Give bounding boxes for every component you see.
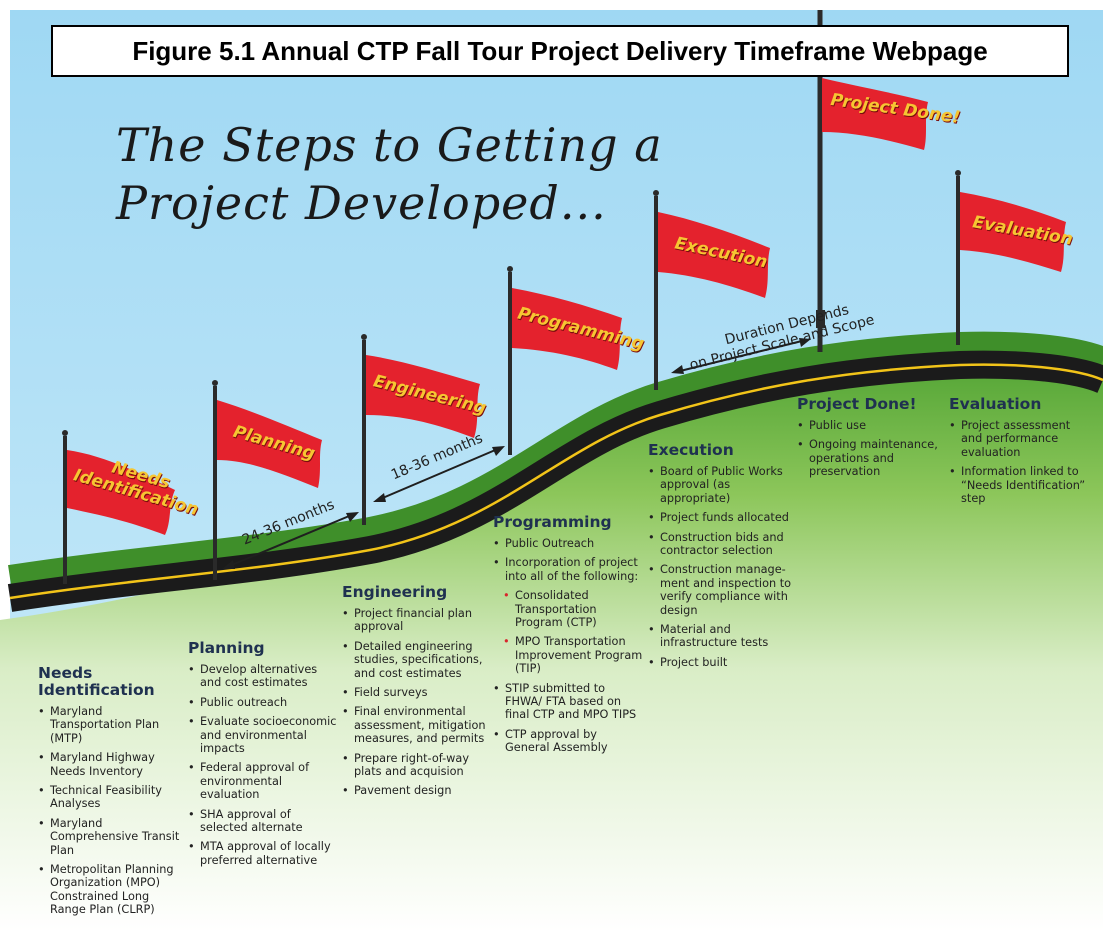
headline-line-2: Project Developed... xyxy=(116,176,607,230)
stage-engineering: Engineering Project financial plan appro… xyxy=(342,584,490,804)
stage-bullet-item: Metropolitan Planning Organization (MPO)… xyxy=(38,863,183,917)
stage-bullet-item: Prepare right-of-way plats and acquision xyxy=(342,752,490,779)
stage-bullet-item: MPO Transportation Improvement Program (… xyxy=(503,635,643,675)
duration-arrow-execution xyxy=(671,338,811,374)
stage-execution: Execution Board of Public Works approval… xyxy=(648,442,796,675)
figure-title: Figure 5.1 Annual CTP Fall Tour Project … xyxy=(132,35,988,66)
duration-arrow-engineering-programming xyxy=(373,446,505,502)
stage-evaluation: Evaluation Project assessment and perfor… xyxy=(949,396,1089,511)
stage-bullet-item: Develop alternatives and cost estimates xyxy=(188,663,338,690)
stage-bullet-item: Project built xyxy=(648,656,796,670)
stage-items: Public OutreachIncorporation of project … xyxy=(493,537,643,755)
headline-line-1: The Steps to Getting a xyxy=(116,118,663,172)
stage-bullet-item: CTP approval by General Assembly xyxy=(493,728,643,755)
stage-bullet-item: Project assessment and performance evalu… xyxy=(949,419,1089,459)
stage-bullet-item: Consolidated Transportation Program (CTP… xyxy=(503,589,643,629)
stage-bullet-item: SHA approval of selected alternate xyxy=(188,808,338,835)
stage-bullet-item: Federal approval of environmental evalua… xyxy=(188,761,338,801)
stage-bullet-item: Ongoing maintenance, operations and pres… xyxy=(797,438,945,478)
stage-title: Engineering xyxy=(342,583,448,601)
road-grass-edge xyxy=(8,331,1103,591)
stage-bullet-item: Evaluate socioeconomic and environmental… xyxy=(188,715,338,755)
stage-items: Project assessment and performance evalu… xyxy=(949,419,1089,505)
stage-bullet-item: Construction manage- ment and inspection… xyxy=(648,563,796,617)
flag-planning xyxy=(212,380,322,580)
flag-needs xyxy=(62,430,175,584)
stage-items: Project financial plan approvalDetailed … xyxy=(342,607,490,798)
flag-programming xyxy=(507,266,622,455)
stage-bullet-item: Maryland Highway Needs Inventory xyxy=(38,751,183,778)
flag-execution xyxy=(653,190,770,390)
stage-bullet-item: Field surveys xyxy=(342,686,490,700)
stage-items: Maryland Transportation Plan (MTP) Maryla… xyxy=(38,705,183,917)
stage-bullet-item: Maryland Transportation Plan (MTP) xyxy=(38,705,183,745)
stage-title: Planning xyxy=(188,639,265,657)
stage-bullet-item: Technical Feasibility Analyses xyxy=(38,784,183,811)
stage-bullet-item: STIP submitted to FHWA/ FTA based on fin… xyxy=(493,682,643,722)
stage-planning: Planning Develop alternatives and cost e… xyxy=(188,640,338,873)
stage-items: Board of Public Works approval (as appro… xyxy=(648,465,796,670)
stage-bullet-item: Board of Public Works approval (as appro… xyxy=(648,465,796,505)
stage-bullet-item: Final environmental assessment, mitigati… xyxy=(342,705,490,745)
stage-bullet-item: Public use xyxy=(797,419,945,433)
stage-bullet-item: Public outreach xyxy=(188,696,338,710)
stage-bullet-item: Incorporation of project into all of the… xyxy=(493,556,643,583)
stage-bullet-item: MTA approval of locally preferred altern… xyxy=(188,840,338,867)
flag-engineering xyxy=(361,334,480,525)
stage-title: Programming xyxy=(493,513,612,531)
road-centerline xyxy=(9,363,1103,600)
figure-title-box: Figure 5.1 Annual CTP Fall Tour Project … xyxy=(51,25,1069,77)
stage-programming: Programming Public OutreachIncorporation… xyxy=(493,514,643,761)
stage-bullet-item: Maryland Comprehensive Transit Plan xyxy=(38,817,183,857)
stage-bullet-item: Construction bids and contractor selecti… xyxy=(648,531,796,558)
stage-title: Project Done! xyxy=(797,395,917,413)
stage-items: Public useOngoing maintenance, operation… xyxy=(797,419,945,479)
stage-title: Evaluation xyxy=(949,395,1042,413)
stage-bullet-item: Project funds allocated xyxy=(648,511,796,525)
stage-bullet-item: Material and infrastructure tests xyxy=(648,623,796,650)
duration-arrow-planning-engineering xyxy=(222,512,359,569)
stage-bullet-item: Information linked to “Needs Identificat… xyxy=(949,465,1089,505)
stage-done: Project Done! Public useOngoing maintena… xyxy=(797,396,945,485)
stage-bullet-item: Detailed engineering studies, specificat… xyxy=(342,640,490,680)
stage-items: Develop alternatives and cost estimatesP… xyxy=(188,663,338,867)
stage-bullet-item: Project financial plan approval xyxy=(342,607,490,634)
stage-bullet-item: Public Outreach xyxy=(493,537,643,551)
stage-title: Execution xyxy=(648,441,734,459)
stage-bullet-item: Pavement design xyxy=(342,784,490,798)
flag-evaluation xyxy=(955,170,1066,345)
